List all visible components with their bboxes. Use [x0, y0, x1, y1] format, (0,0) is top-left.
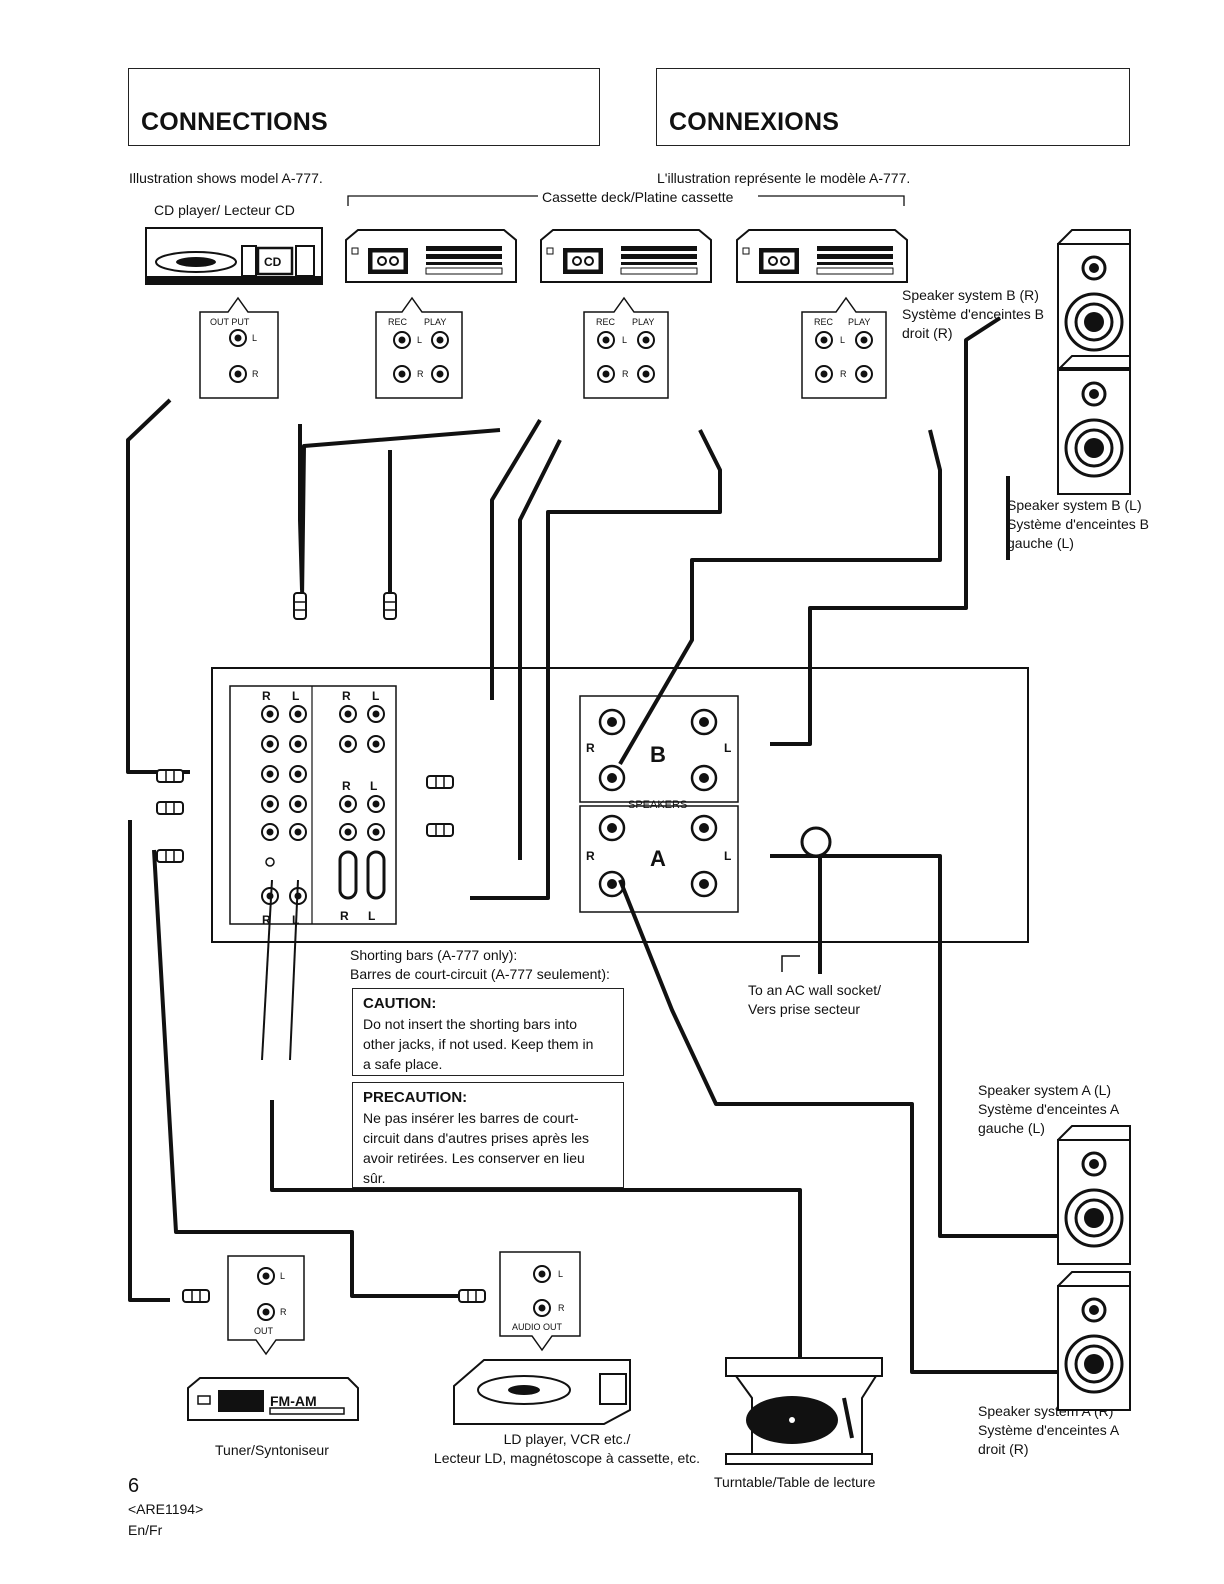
- speaker-a-left: [1056, 1124, 1132, 1266]
- deck-2-jack-panel: REC PLAY L R: [583, 296, 669, 399]
- speaker-a-right: [1056, 1270, 1132, 1412]
- svg-text:PLAY: PLAY: [848, 317, 870, 327]
- svg-text:L: L: [558, 1269, 563, 1279]
- svg-text:REC: REC: [596, 317, 616, 327]
- turntable-label: Turntable/Table de lecture: [714, 1474, 876, 1490]
- svg-text:R: R: [558, 1303, 565, 1313]
- tuner-display-label: FM-AM: [270, 1393, 317, 1409]
- cassette-deck-2: [540, 229, 712, 283]
- svg-text:R: R: [622, 369, 629, 379]
- cassette-deck-1: [345, 229, 517, 283]
- cd-player-device: CD: [145, 227, 323, 285]
- shorting-bars-label: Shorting bars (A-777 only):Barres de cou…: [350, 947, 610, 982]
- svg-text:L: L: [368, 909, 375, 923]
- ac-pointer: [781, 955, 800, 972]
- cassette-bracket: [347, 195, 905, 206]
- svg-text:L: L: [724, 849, 731, 863]
- svg-text:PLAY: PLAY: [424, 317, 446, 327]
- ld-player-device: [453, 1359, 631, 1425]
- svg-text:L: L: [252, 333, 257, 343]
- svg-text:R: R: [342, 689, 351, 703]
- svg-text:R: R: [280, 1307, 287, 1317]
- svg-text:L: L: [372, 689, 379, 703]
- svg-text:R: R: [262, 689, 271, 703]
- ld-output-panel: L R AUDIO OUT: [499, 1251, 581, 1352]
- turntable-device: [725, 1357, 883, 1465]
- tuner-device: FM-AM: [187, 1377, 359, 1421]
- speaker-terminals: B A SPEAKERS R L R L: [579, 695, 739, 913]
- svg-text:L: L: [622, 335, 627, 345]
- cassette-deck-label: Cassette deck/Platine cassette: [542, 189, 734, 205]
- svg-text:REC: REC: [388, 317, 408, 327]
- speakers-a-label: A: [650, 846, 666, 871]
- svg-text:L: L: [292, 689, 299, 703]
- cassette-deck-3: [736, 229, 908, 283]
- caution-title: CAUTION:: [363, 995, 437, 1012]
- svg-text:PLAY: PLAY: [632, 317, 654, 327]
- cd-out-put-label: OUT PUT: [210, 317, 250, 327]
- svg-text:R: R: [417, 369, 424, 379]
- intro-en: Illustration shows model A-777.: [129, 170, 323, 186]
- input-jacks: [261, 705, 385, 905]
- ld-audio-out-label: AUDIO OUT: [512, 1322, 563, 1332]
- svg-text:L: L: [417, 335, 422, 345]
- svg-text:R: R: [586, 741, 595, 755]
- svg-text:REC: REC: [814, 317, 834, 327]
- intro-fr: L'illustration représente le modèle A-77…: [657, 170, 911, 186]
- tuner-out-label: OUT: [254, 1326, 274, 1336]
- speaker-b-l-label: Speaker system B (L)Système d'enceintes …: [1007, 497, 1149, 551]
- speaker-a-l-label: Speaker system A (L)Système d'enceintes …: [978, 1082, 1120, 1136]
- tuner-output-panel: L R OUT: [227, 1255, 305, 1356]
- svg-text:L: L: [280, 1271, 285, 1281]
- heading-box-fr: CONNEXIONS: [656, 68, 1130, 146]
- caution-box: CAUTION: Do not insert the shorting bars…: [352, 988, 624, 1076]
- ld-player-label: LD player, VCR etc./Lecteur LD, magnétos…: [433, 1431, 701, 1466]
- svg-text:R: R: [840, 369, 847, 379]
- speaker-b-left: [1056, 354, 1132, 496]
- precaution-title: PRECAUTION:: [363, 1089, 468, 1106]
- tuner-label: Tuner/Syntoniseur: [215, 1442, 329, 1458]
- doc-code: <ARE1194>: [128, 1501, 204, 1517]
- precaution-box: PRECAUTION: Ne pas insérer les barres de…: [352, 1082, 624, 1188]
- amplifier-rear-panel: R L R L R L R L R L: [211, 667, 1029, 943]
- ac-plug: [800, 826, 832, 858]
- speaker-b-right: [1056, 228, 1132, 370]
- svg-text:R: R: [262, 913, 271, 927]
- svg-text:L: L: [724, 741, 731, 755]
- heading-box-en: CONNECTIONS: [128, 68, 600, 146]
- deck-1-jack-panel: REC PLAY L R: [375, 296, 463, 399]
- deck-3-jack-panel: REC PLAY L R: [801, 296, 887, 399]
- svg-text:L: L: [370, 779, 377, 793]
- language-code: En/Fr: [128, 1522, 163, 1538]
- svg-text:L: L: [840, 335, 845, 345]
- speakers-b-label: B: [650, 742, 666, 767]
- svg-text:R: R: [252, 369, 259, 379]
- cd-player-label: CD player/ Lecteur CD: [154, 202, 295, 218]
- ac-socket-label: To an AC wall socket/Vers prise secteur: [748, 982, 882, 1017]
- page-number: 6: [128, 1475, 140, 1497]
- heading-connexions: CONNEXIONS: [669, 108, 840, 136]
- speaker-b-r-label: Speaker system B (R)Système d'enceintes …: [902, 287, 1044, 341]
- svg-text:R: R: [586, 849, 595, 863]
- svg-text:R: R: [342, 779, 351, 793]
- cd-button-label: CD: [264, 255, 282, 269]
- speakers-label: SPEAKERS: [628, 799, 687, 811]
- svg-text:R: R: [340, 909, 349, 923]
- heading-connections: CONNECTIONS: [141, 108, 328, 136]
- cables: [126, 316, 1058, 1380]
- cd-output-panel: OUT PUT L R: [199, 296, 279, 399]
- shorting-bars: [338, 850, 386, 900]
